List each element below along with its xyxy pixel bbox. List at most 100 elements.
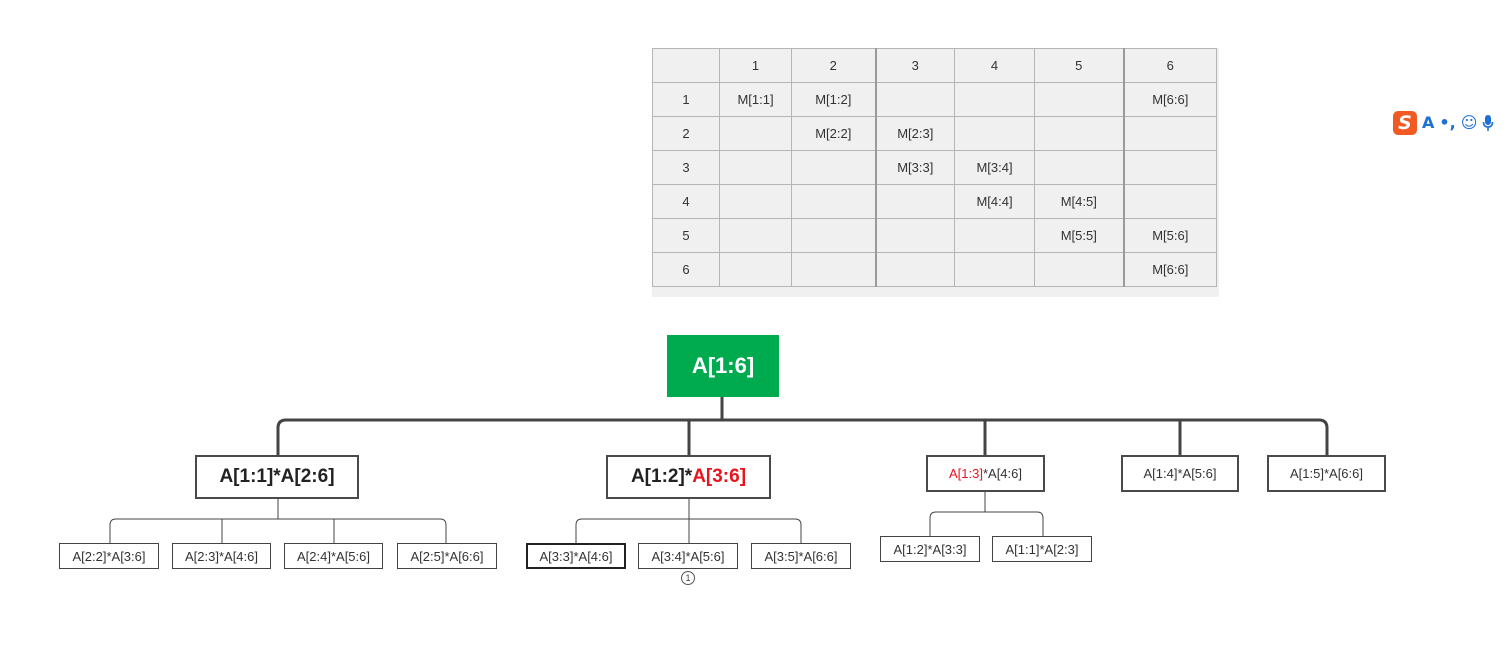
- leaf-node[interactable]: A[3:4]*A[5:6]: [638, 543, 738, 569]
- matrix-row-header: 4: [652, 184, 720, 219]
- matrix-cell: [1122, 150, 1217, 185]
- level1-bus: [276, 418, 1329, 457]
- leaf-node-label: A[3:4]*A[5:6]: [651, 548, 725, 564]
- matrix-col-header: 5: [1034, 48, 1124, 83]
- matrix-cell: [1122, 184, 1217, 219]
- ime-punctuation-button[interactable]: •,: [1439, 113, 1456, 132]
- matrix-table-panel: 1 2 3 4 5 6 1 M[1:1] M[1:2] M[6:6] 2 M: [652, 48, 1219, 297]
- matrix-row-header: 1: [652, 82, 720, 117]
- matrix-row: 1 M[1:1] M[1:2] M[6:6]: [652, 82, 1217, 117]
- split-node-label: A[1:4]*A[5:6]: [1143, 466, 1217, 481]
- matrix-cell: M[6:6]: [1122, 82, 1217, 117]
- matrix-cell: [791, 252, 876, 287]
- ime-emoji-icon[interactable]: ☺: [1460, 113, 1478, 132]
- leaf-node-label: A[2:2]*A[3:6]: [72, 548, 146, 564]
- matrix-row-header: 5: [652, 218, 720, 253]
- root-node[interactable]: A[1:6]: [667, 335, 779, 397]
- matrix-row: 4 M[4:4] M[4:5]: [652, 184, 1217, 219]
- matrix-corner: [652, 48, 720, 83]
- root-node-label: A[1:6]: [691, 353, 755, 378]
- matrix-row-header: 3: [652, 150, 720, 185]
- matrix-cell: [719, 150, 792, 185]
- matrix-cell: M[1:1]: [719, 82, 792, 117]
- matrix-cell: [1034, 150, 1124, 185]
- mic-icon[interactable]: [1482, 114, 1494, 132]
- matrix-cell: [1034, 82, 1124, 117]
- matrix-cell: M[2:3]: [874, 116, 955, 151]
- leaf-node-label: A[2:5]*A[6:6]: [410, 548, 484, 564]
- split-node-label: A[1:1]*A[2:6]: [219, 466, 335, 487]
- ime-logo-icon[interactable]: S: [1393, 111, 1417, 135]
- matrix-col-header: 4: [954, 48, 1035, 83]
- matrix-cell: [1122, 116, 1217, 151]
- matrix-cell: M[3:4]: [954, 150, 1035, 185]
- leaf-node-label: A[3:5]*A[6:6]: [764, 548, 838, 564]
- split-node-label-highlight: A[3:6]: [692, 466, 747, 487]
- matrix-table: 1 2 3 4 5 6 1 M[1:1] M[1:2] M[6:6] 2 M: [652, 48, 1217, 287]
- matrix-cell: [791, 150, 876, 185]
- matrix-row: 6 M[6:6]: [652, 252, 1217, 287]
- split-node-4[interactable]: A[1:4]*A[5:6]: [1121, 455, 1239, 492]
- matrix-cell: [874, 82, 955, 117]
- leaf-node[interactable]: A[3:3]*A[4:6]: [526, 543, 626, 569]
- leaf-node-label: A[1:2]*A[3:3]: [893, 541, 967, 557]
- split-node-label: *A[4:6]: [982, 466, 1022, 481]
- matrix-cell: [954, 116, 1035, 151]
- leaf-node-label: A[3:3]*A[4:6]: [539, 548, 613, 564]
- matrix-cell: [719, 116, 792, 151]
- matrix-cell: M[4:4]: [954, 184, 1035, 219]
- matrix-cell: M[5:5]: [1034, 218, 1124, 253]
- matrix-cell: M[1:2]: [791, 82, 876, 117]
- leaf-node-label: A[2:3]*A[4:6]: [185, 548, 258, 564]
- numbered-marker-label: 1: [685, 573, 691, 583]
- matrix-cell: [874, 218, 955, 253]
- matrix-row-header: 6: [652, 252, 720, 287]
- split-node-label: A[1:5]*A[6:6]: [1290, 466, 1363, 481]
- matrix-cell: [719, 218, 792, 253]
- leaf-node[interactable]: A[1:1]*A[2:3]: [992, 536, 1092, 562]
- split-node-label-highlight: A[1:3]: [949, 466, 983, 481]
- matrix-cell: [954, 252, 1035, 287]
- matrix-row: 2 M[2:2] M[2:3]: [652, 116, 1217, 151]
- split-node-1[interactable]: A[1:1]*A[2:6]: [195, 455, 359, 499]
- ime-toolbar[interactable]: S A •, ☺: [1393, 110, 1508, 136]
- leaf-node[interactable]: A[2:3]*A[4:6]: [172, 543, 271, 569]
- matrix-col-header: 2: [791, 48, 876, 83]
- split-node-2[interactable]: A[1:2]*A[3:6]: [606, 455, 771, 499]
- matrix-cell: M[6:6]: [1122, 252, 1217, 287]
- matrix-cell: M[4:5]: [1034, 184, 1124, 219]
- leaf-node[interactable]: A[2:4]*A[5:6]: [284, 543, 383, 569]
- split-node-label: A[1:2]*: [630, 466, 693, 487]
- matrix-cell: [791, 218, 876, 253]
- matrix-cell: [954, 218, 1035, 253]
- matrix-row: 3 M[3:3] M[3:4]: [652, 150, 1217, 185]
- leaf-node-label: A[1:1]*A[2:3]: [1005, 541, 1079, 557]
- matrix-cell: M[2:2]: [791, 116, 876, 151]
- leaf-node[interactable]: A[2:5]*A[6:6]: [397, 543, 497, 569]
- matrix-col-header: 1: [719, 48, 792, 83]
- matrix-cell: M[5:6]: [1122, 218, 1217, 253]
- leaf-node[interactable]: A[1:2]*A[3:3]: [880, 536, 980, 562]
- ime-logo-letter: S: [1398, 112, 1412, 134]
- leaf-node[interactable]: A[3:5]*A[6:6]: [751, 543, 851, 569]
- level2-bus: [109, 518, 447, 544]
- matrix-col-header: 6: [1122, 48, 1217, 83]
- matrix-col-header: 3: [874, 48, 955, 83]
- split-node-5[interactable]: A[1:5]*A[6:6]: [1267, 455, 1386, 492]
- matrix-cell: [1034, 116, 1124, 151]
- level2-bus: [929, 511, 1044, 537]
- matrix-cell: [1034, 252, 1124, 287]
- leaf-node-label: A[2:4]*A[5:6]: [297, 548, 370, 564]
- matrix-row: 5 M[5:5] M[5:6]: [652, 218, 1217, 253]
- matrix-cell: [874, 252, 955, 287]
- matrix-row-header: 2: [652, 116, 720, 151]
- matrix-header-row: 1 2 3 4 5 6: [652, 48, 1217, 83]
- ime-language-button[interactable]: A: [1422, 113, 1435, 132]
- split-node-3[interactable]: A[1:3]*A[4:6]: [926, 455, 1045, 492]
- matrix-cell: [874, 184, 955, 219]
- numbered-marker[interactable]: 1: [681, 571, 695, 585]
- matrix-cell: [954, 82, 1035, 117]
- matrix-cell: [719, 252, 792, 287]
- leaf-node[interactable]: A[2:2]*A[3:6]: [59, 543, 159, 569]
